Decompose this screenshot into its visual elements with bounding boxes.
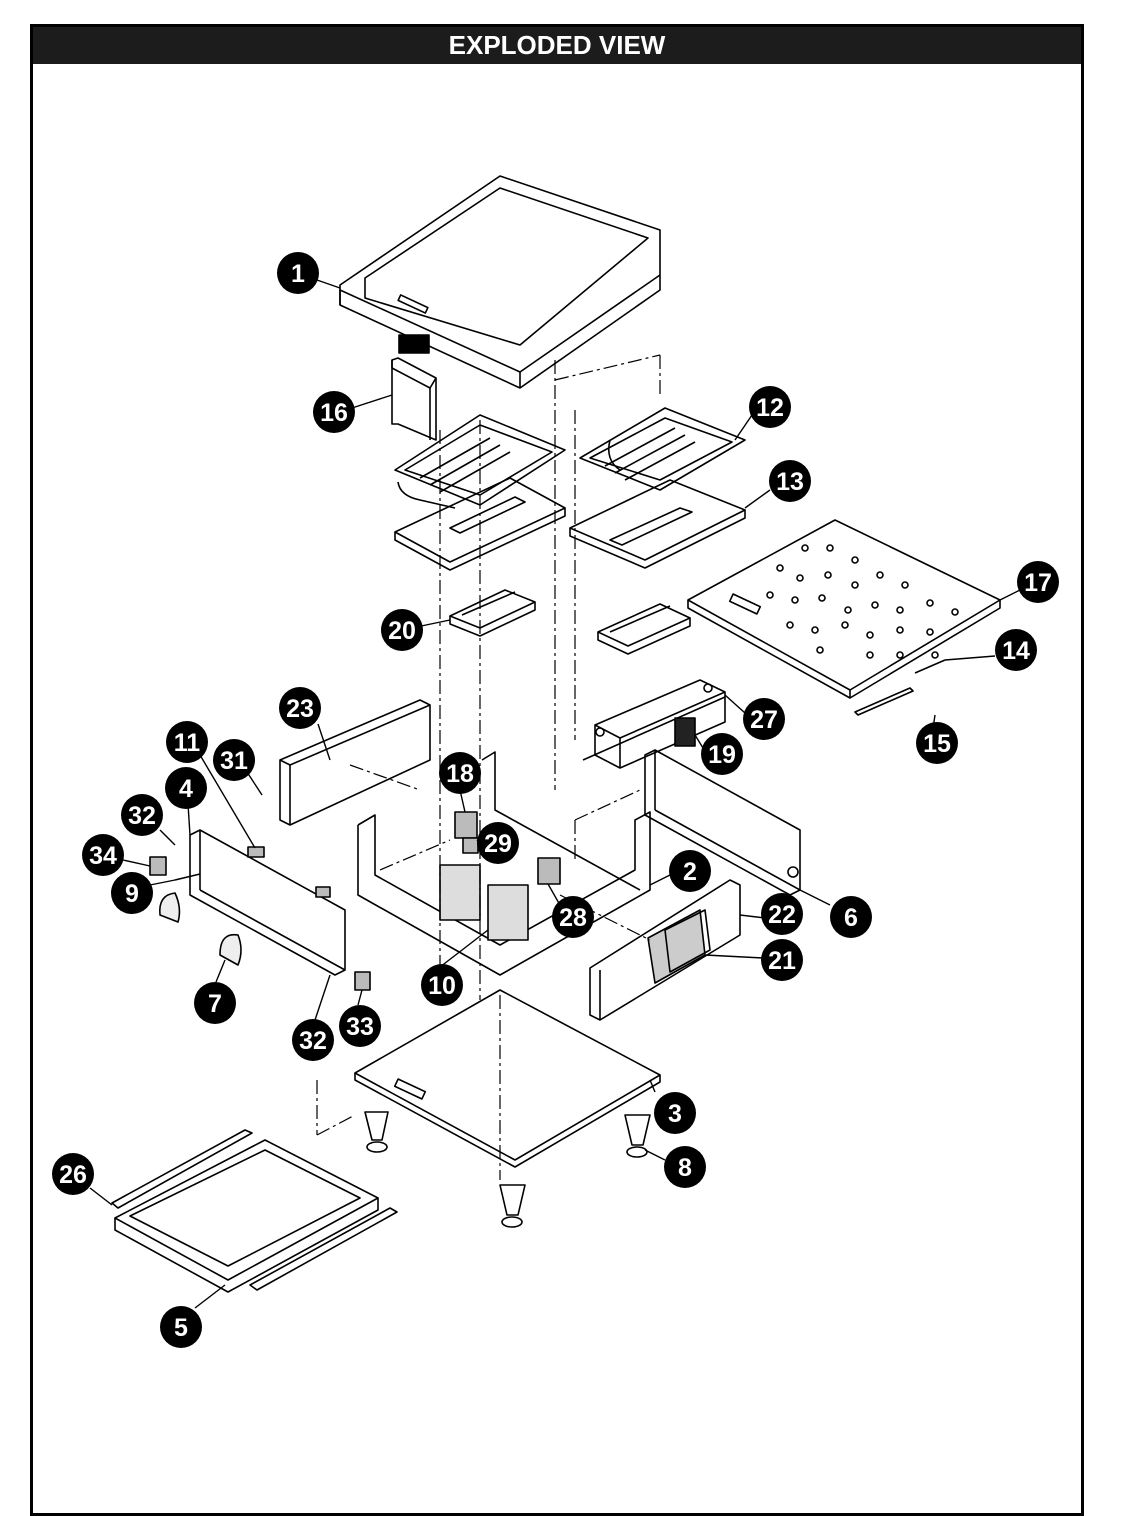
callout-label: 7	[208, 990, 222, 1018]
callout-marker: 26	[52, 1153, 94, 1195]
callout-marker: 2	[669, 850, 711, 892]
rail-part	[111, 1129, 398, 1291]
callout-marker: 34	[82, 834, 124, 876]
callout-marker: 19	[701, 733, 743, 775]
callout-label: 2	[683, 858, 697, 886]
callout-marker: 5	[160, 1306, 202, 1348]
callout-label: 20	[388, 617, 416, 645]
callout-marker: 9	[111, 872, 153, 914]
callout-marker: 4	[165, 767, 207, 809]
callout-label: 10	[428, 972, 456, 1000]
side-panel-left-part	[279, 699, 431, 826]
callout-label: 18	[446, 760, 474, 788]
callout-label: 12	[756, 394, 784, 422]
callout-marker: 28	[552, 896, 594, 938]
callout-marker: 23	[279, 687, 321, 729]
callout-marker: 3	[654, 1092, 696, 1134]
callout-label: 1	[291, 260, 305, 288]
assembly-lines	[316, 354, 661, 1180]
callout-label: 22	[768, 901, 796, 929]
bracket-left-part	[449, 589, 536, 637]
callout-label: 28	[559, 904, 587, 932]
callout-marker: 21	[761, 939, 803, 981]
heating-element-left-part	[394, 414, 566, 509]
callout-markers: 1 16 12 13 17 14 20 27 15 19 23 11 31 18…	[52, 252, 1059, 1348]
callout-marker: 11	[166, 721, 208, 763]
chassis-frame-part	[357, 751, 651, 976]
callout-label: 27	[750, 706, 778, 734]
callout-label: 11	[174, 729, 201, 757]
heating-element-right-part	[579, 407, 746, 491]
leg-part	[364, 1111, 651, 1228]
bracket-right-part	[597, 603, 691, 655]
callout-label: 14	[1002, 637, 1030, 665]
callout-marker: 27	[743, 698, 785, 740]
drip-tray-part	[114, 1139, 379, 1293]
bottom-plate-part	[687, 519, 1001, 699]
callout-label: 21	[768, 947, 796, 975]
heat-plate-right-part	[569, 479, 746, 569]
callout-label: 16	[320, 399, 348, 427]
callout-marker: 10	[421, 964, 463, 1006]
callout-label: 26	[59, 1161, 87, 1189]
callout-marker: 8	[664, 1146, 706, 1188]
leader-lines	[89, 279, 1021, 1309]
callout-marker: 7	[194, 982, 236, 1024]
small-fittings-part	[149, 846, 371, 991]
terminal-box-part	[582, 679, 726, 769]
callout-marker: 15	[916, 722, 958, 764]
callout-marker: 22	[761, 893, 803, 935]
heat-plate-left-part	[394, 477, 566, 571]
callout-label: 33	[346, 1013, 374, 1041]
callout-label: 5	[174, 1314, 188, 1342]
callout-label: 32	[299, 1027, 327, 1055]
strip-part	[854, 659, 946, 716]
callout-label: 17	[1024, 569, 1052, 597]
callout-label: 13	[776, 468, 804, 496]
callout-marker: 13	[769, 460, 811, 502]
callout-label: 8	[678, 1154, 692, 1182]
callout-marker: 1	[277, 252, 319, 294]
callout-marker: 12	[749, 386, 791, 428]
control-box-part	[391, 357, 437, 441]
callout-marker: 33	[339, 1005, 381, 1047]
callout-marker: 18	[439, 752, 481, 794]
callout-label: 3	[668, 1100, 682, 1128]
callout-label: 23	[286, 695, 314, 723]
callout-marker: 29	[477, 822, 519, 864]
callout-marker: 32	[121, 794, 163, 836]
callout-marker: 32	[292, 1019, 334, 1061]
thermostat-part	[439, 864, 529, 941]
page-title: EXPLODED VIEW	[33, 27, 1081, 64]
knob-part	[158, 892, 242, 966]
contactor-part	[454, 811, 561, 885]
callout-marker: 17	[1017, 561, 1059, 603]
terminal-block-part	[674, 717, 696, 747]
callout-label: 9	[125, 880, 139, 908]
callout-label: 15	[923, 730, 951, 758]
callout-label: 6	[844, 904, 858, 932]
side-control-panel-part	[589, 879, 741, 1021]
callout-label: 31	[220, 747, 248, 775]
callout-label: 34	[89, 842, 117, 870]
callout-label: 29	[484, 830, 512, 858]
callout-label: 4	[179, 775, 193, 803]
callout-marker: 16	[313, 391, 355, 433]
callout-marker: 20	[381, 609, 423, 651]
callout-label: 32	[128, 802, 156, 830]
base-plate-part	[354, 989, 661, 1168]
griddle-top-part	[339, 175, 661, 389]
callout-marker: 14	[995, 629, 1037, 671]
callout-marker: 6	[830, 896, 872, 938]
callout-marker: 31	[213, 739, 255, 781]
callout-label: 19	[708, 741, 736, 769]
front-panel-part	[174, 829, 346, 976]
